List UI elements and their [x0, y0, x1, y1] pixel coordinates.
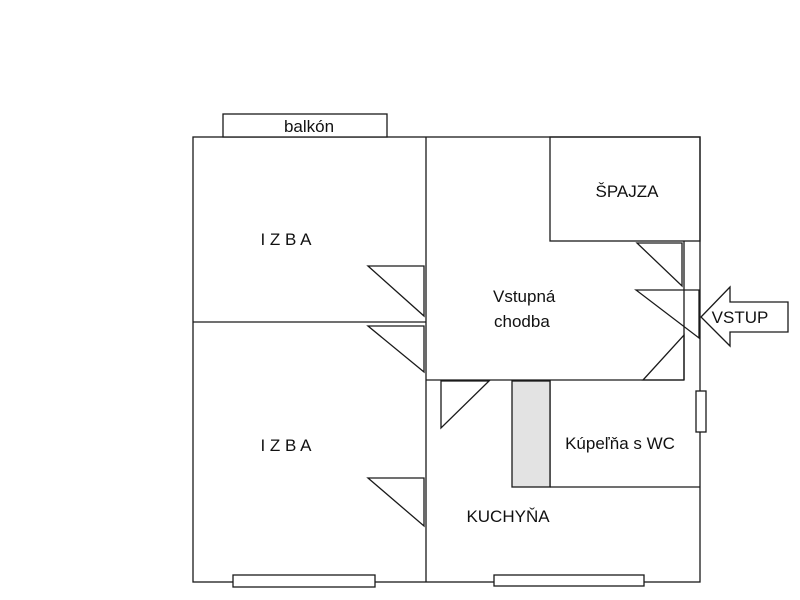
- door-bathroom: [641, 333, 685, 381]
- kitchen-label: KUCHYŇA: [466, 507, 550, 526]
- bathroom-label: Kúpeľňa s WC: [565, 434, 675, 453]
- balcony-label: balkón: [284, 117, 334, 136]
- installation-shaft: [511, 380, 551, 488]
- door-entrance: [634, 289, 700, 340]
- door-kitchen-room: [366, 477, 425, 528]
- room-bottom-label: I Z B A: [260, 436, 312, 455]
- hallway-label-line2: chodba: [494, 312, 550, 331]
- door-top-room: [366, 265, 425, 318]
- pantry-room: [549, 136, 701, 242]
- door-bottom-room: [366, 325, 425, 374]
- window-bottom-right: [493, 574, 645, 587]
- balcony: [222, 113, 388, 138]
- window-bottom-left: [232, 574, 376, 588]
- door-kitchen: [440, 380, 491, 430]
- room-top-label: I Z B A: [260, 230, 312, 249]
- outer-wall: [192, 136, 701, 583]
- hallway-label-line1: Vstupná: [493, 287, 556, 306]
- pantry-label: ŠPAJZA: [596, 182, 660, 201]
- entrance-arrow: [700, 285, 789, 348]
- door-pantry: [635, 242, 683, 288]
- entrance-label: VSTUP: [712, 308, 769, 327]
- window-bathroom: [695, 390, 707, 433]
